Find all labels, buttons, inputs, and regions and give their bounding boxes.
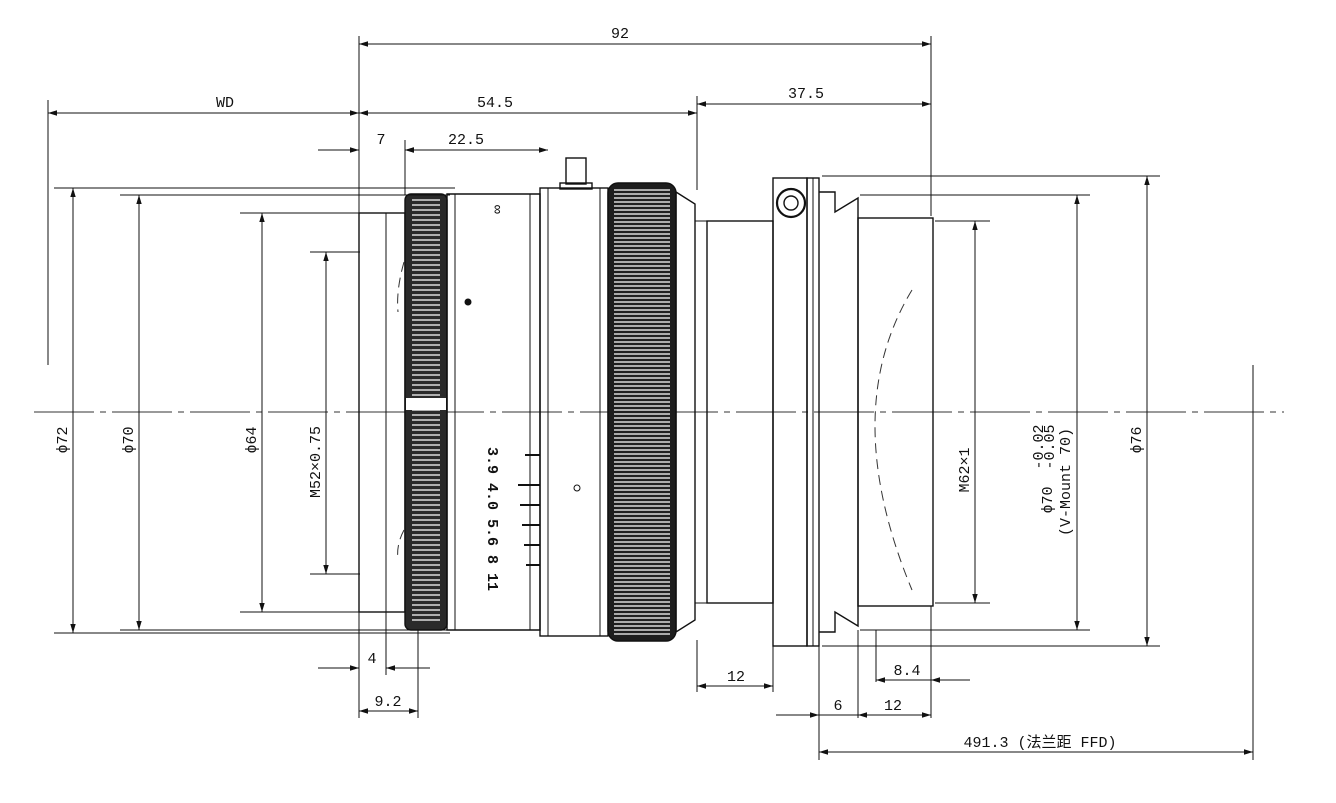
dim-mount-c: 8.4 — [893, 663, 920, 680]
dim-front-ring: 7 — [376, 132, 385, 149]
dim-mount-tol-upper: -0.02 — [1031, 424, 1048, 469]
dim-working-distance: WD — [216, 95, 234, 112]
dim-front-length: 54.5 — [477, 95, 513, 112]
focus-infinity-mark: ∞ — [488, 205, 505, 214]
dim-focus-section: 22.5 — [448, 132, 484, 149]
mount-lock-screw-icon — [775, 187, 807, 219]
dim-mount-a: 6 — [833, 698, 842, 715]
rear-lens-element — [857, 217, 934, 607]
extension-lines — [47, 36, 1254, 760]
dim-diameter-72: ϕ72 — [55, 426, 72, 453]
dimension-labels: 92 WD 54.5 37.5 7 22.5 4 9.2 12 6 12 8.4… — [55, 26, 1146, 752]
dim-mount-diameter: ϕ70 — [1040, 486, 1057, 513]
dim-mount-b: 12 — [884, 698, 902, 715]
dim-overall-length: 92 — [611, 26, 629, 43]
focus-index-dot — [464, 298, 472, 306]
dim-mount-tol-lower: -0.05 — [1042, 424, 1059, 469]
rear-knurled-ring — [607, 182, 677, 642]
dim-front-offset-b: 9.2 — [374, 694, 401, 711]
dim-front-thread: M52×0.75 — [308, 426, 325, 498]
dim-rear-barrel: 12 — [727, 669, 745, 686]
dim-diameter-76: ϕ76 — [1129, 426, 1146, 453]
dim-rear-thread: M62×1 — [957, 447, 974, 492]
dim-diameter-70: ϕ70 — [121, 426, 138, 453]
aperture-index-dot — [573, 484, 581, 492]
locking-screw — [559, 157, 593, 190]
aperture-scale-label: 3.9 4.0 5.6 8 11 — [483, 447, 500, 591]
dim-flange-distance: 491.3 (法兰距 FFD) — [963, 734, 1116, 752]
dim-rear-length: 37.5 — [788, 86, 824, 103]
front-knurled-ring — [404, 193, 448, 631]
mount-flange — [772, 177, 859, 647]
lens-body: ∞ 3.9 4.0 5.6 8 11 — [358, 157, 934, 647]
dim-front-offset-a: 4 — [367, 651, 376, 668]
dim-mount-name: (V-Mount 70) — [1058, 428, 1075, 536]
dim-diameter-64: ϕ64 — [244, 426, 261, 453]
dimension-lines — [48, 41, 1253, 755]
